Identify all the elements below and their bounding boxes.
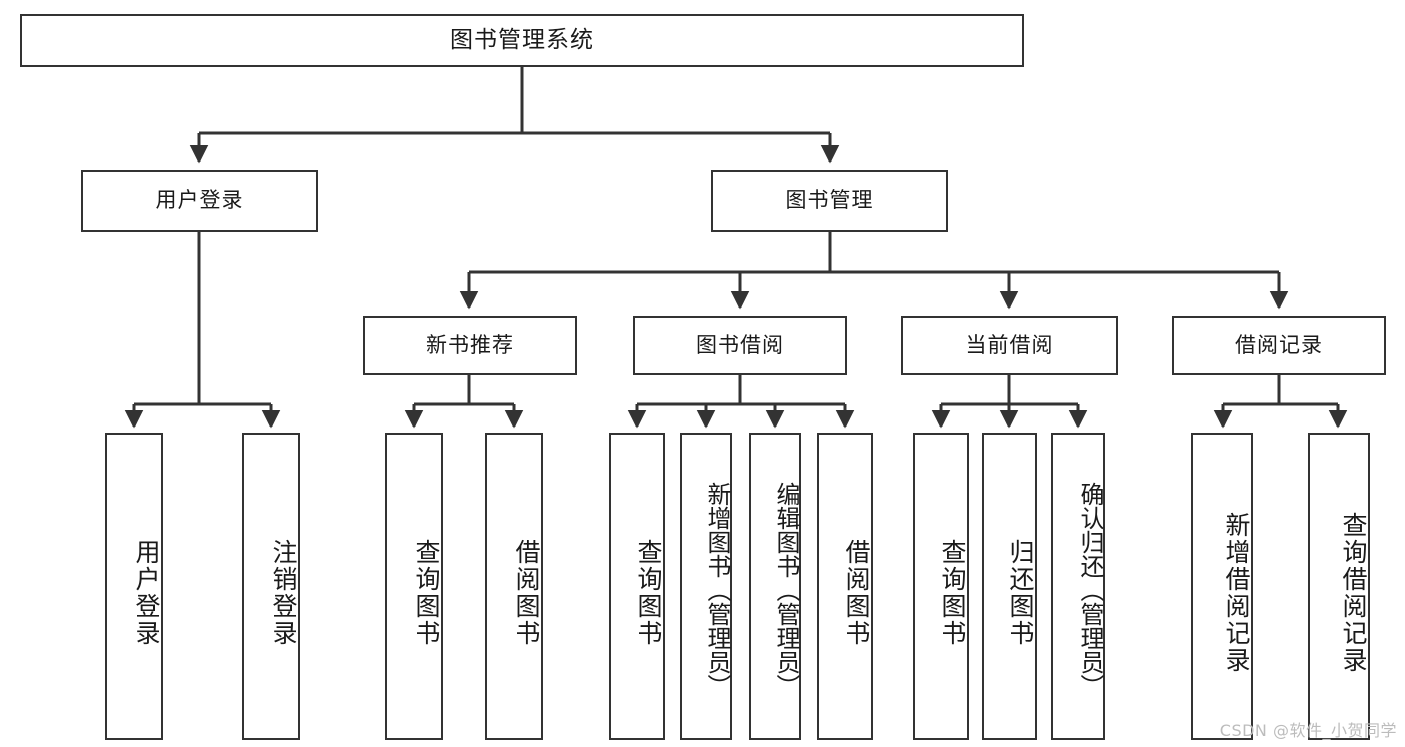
leaf-borrow-book-borrow[interactable]: 借阅图书 [817, 433, 873, 740]
node-current-borrow[interactable]: 当前借阅 [901, 316, 1118, 375]
node-borrow-record[interactable]: 借阅记录 [1172, 316, 1386, 375]
leaf-add-borrow-record[interactable]: 新增借阅记录 [1191, 433, 1253, 740]
node-root-system[interactable]: 图书管理系统 [20, 14, 1024, 67]
leaf-query-book-current[interactable]: 查询图书 [913, 433, 969, 740]
leaf-return-book[interactable]: 归还图书 [982, 433, 1037, 740]
node-user-login[interactable]: 用户登录 [81, 170, 318, 232]
leaf-query-borrow-record[interactable]: 查询借阅记录 [1308, 433, 1370, 740]
leaf-edit-book-admin[interactable]: 编辑图书（管理员） [749, 433, 801, 740]
leaf-query-book-recommend[interactable]: 查询图书 [385, 433, 443, 740]
leaf-add-book-admin[interactable]: 新增图书（管理员） [680, 433, 732, 740]
leaf-confirm-return-admin[interactable]: 确认归还（管理员） [1051, 433, 1105, 740]
leaf-user-login[interactable]: 用户登录 [105, 433, 163, 740]
leaf-borrow-book-recommend[interactable]: 借阅图书 [485, 433, 543, 740]
leaf-query-book-borrow[interactable]: 查询图书 [609, 433, 665, 740]
leaf-logout-login[interactable]: 注销登录 [242, 433, 300, 740]
node-book-manage[interactable]: 图书管理 [711, 170, 948, 232]
node-new-book-recommend[interactable]: 新书推荐 [363, 316, 577, 375]
csdn-watermark: CSDN @软件_小贺同学 [1219, 721, 1397, 740]
node-book-borrow[interactable]: 图书借阅 [633, 316, 847, 375]
